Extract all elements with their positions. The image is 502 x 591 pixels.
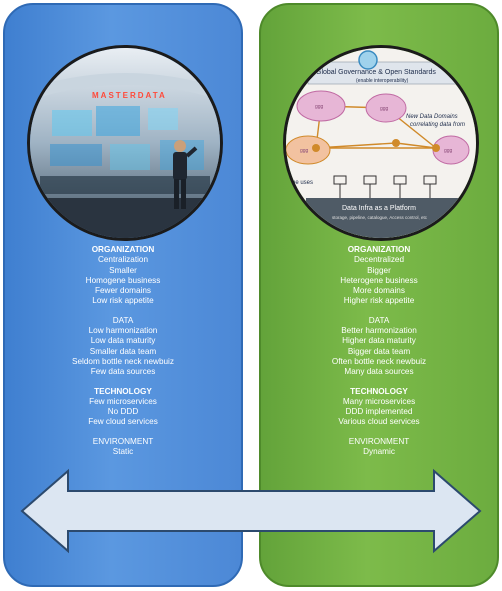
characteristic-item: No DDD <box>107 407 139 417</box>
right-panel: Global Governance & Open Standards (enab… <box>259 3 499 587</box>
masterdata-image: MASTERDATA <box>27 45 223 241</box>
section-gap <box>5 428 241 437</box>
section-heading: DATA <box>368 315 390 325</box>
section-heading: ENVIRONMENT <box>348 436 410 446</box>
correlating-label: correlating data from <box>410 122 465 128</box>
characteristic-item: Bigger data team <box>347 346 411 356</box>
section-heading: TECHNOLOGY <box>350 386 408 396</box>
interop-label: (enable interoperability) <box>356 78 409 84</box>
characteristic-item: Homogene business <box>85 275 161 285</box>
characteristic-item: Dynamic <box>363 447 395 457</box>
section-heading: ORGANIZATION <box>91 245 155 254</box>
characteristic-item: Higher risk appetite <box>343 296 415 306</box>
businessman-figure <box>173 140 198 209</box>
governance-icon <box>358 50 378 70</box>
section-heading: DATA <box>112 315 134 325</box>
section-gap <box>261 307 497 316</box>
characteristic-item: Heterogene business <box>340 275 418 285</box>
characteristic-item: Better harmonization <box>341 326 417 336</box>
characteristic-item: Few microservices <box>89 396 157 406</box>
characteristic-item: Often bottle neck newbuiz <box>331 356 427 366</box>
masterdata-illustration: MASTERDATA <box>30 48 220 238</box>
characteristic-item: Low harmonization <box>88 326 158 336</box>
characteristic-item: Decentralized <box>353 255 405 265</box>
consumer-icons <box>333 175 437 198</box>
characteristic-item: Few cloud services <box>88 417 158 427</box>
section-heading: ENVIRONMENT <box>92 436 154 446</box>
characteristic-item: Many microservices <box>342 396 416 406</box>
double-headed-arrow <box>20 468 482 554</box>
section-heading: TECHNOLOGY <box>94 386 152 396</box>
characteristic-item: Centralization <box>97 255 149 265</box>
data-mesh-image: Global Governance & Open Standards (enab… <box>283 45 479 241</box>
domain-blobs: ggg ggg ggg ggg <box>286 90 470 165</box>
characteristic-item: Seldom bottle neck newbuiz <box>72 356 174 366</box>
characteristic-item: Smaller <box>109 265 137 275</box>
svg-text:ggg: ggg <box>444 148 453 154</box>
svg-text:ggg: ggg <box>380 106 389 112</box>
characteristic-item: Bigger <box>367 265 391 275</box>
characteristic-item: Many data sources <box>344 367 414 377</box>
masterdata-label: MASTERDATA <box>92 91 167 100</box>
characteristic-item: Few data sources <box>90 367 156 377</box>
characteristic-item: DDD implemented <box>345 407 413 417</box>
infra-sub-label: storage, pipeline, catalogue, Access con… <box>332 215 428 220</box>
svg-text:ggg: ggg <box>300 148 309 154</box>
characteristic-item: More domains <box>353 286 405 296</box>
characteristic-item: Fewer domains <box>95 286 151 296</box>
characteristic-item: Static <box>112 447 134 457</box>
data-mesh-illustration: Global Governance & Open Standards (enab… <box>286 48 476 238</box>
section-gap <box>261 378 497 387</box>
section-gap <box>5 378 241 387</box>
uses-label: ne uses <box>292 180 313 186</box>
arrow-shape <box>20 468 482 554</box>
characteristic-item: Higher data maturity <box>342 336 416 346</box>
section-gap <box>261 428 497 437</box>
characteristic-item: Low data maturity <box>90 336 156 346</box>
section-gap <box>5 307 241 316</box>
characteristic-item: Various cloud services <box>338 417 420 427</box>
infra-label: Data Infra as a Platform <box>342 205 416 212</box>
svg-text:ggg: ggg <box>315 104 324 110</box>
characteristic-item: Smaller data team <box>89 346 157 356</box>
characteristic-item: Low risk appetite <box>92 296 154 306</box>
new-domains-label: New Data Domains <box>406 114 458 120</box>
section-heading: ORGANIZATION <box>347 245 411 254</box>
governance-label: Global Governance & Open Standards <box>316 69 436 76</box>
